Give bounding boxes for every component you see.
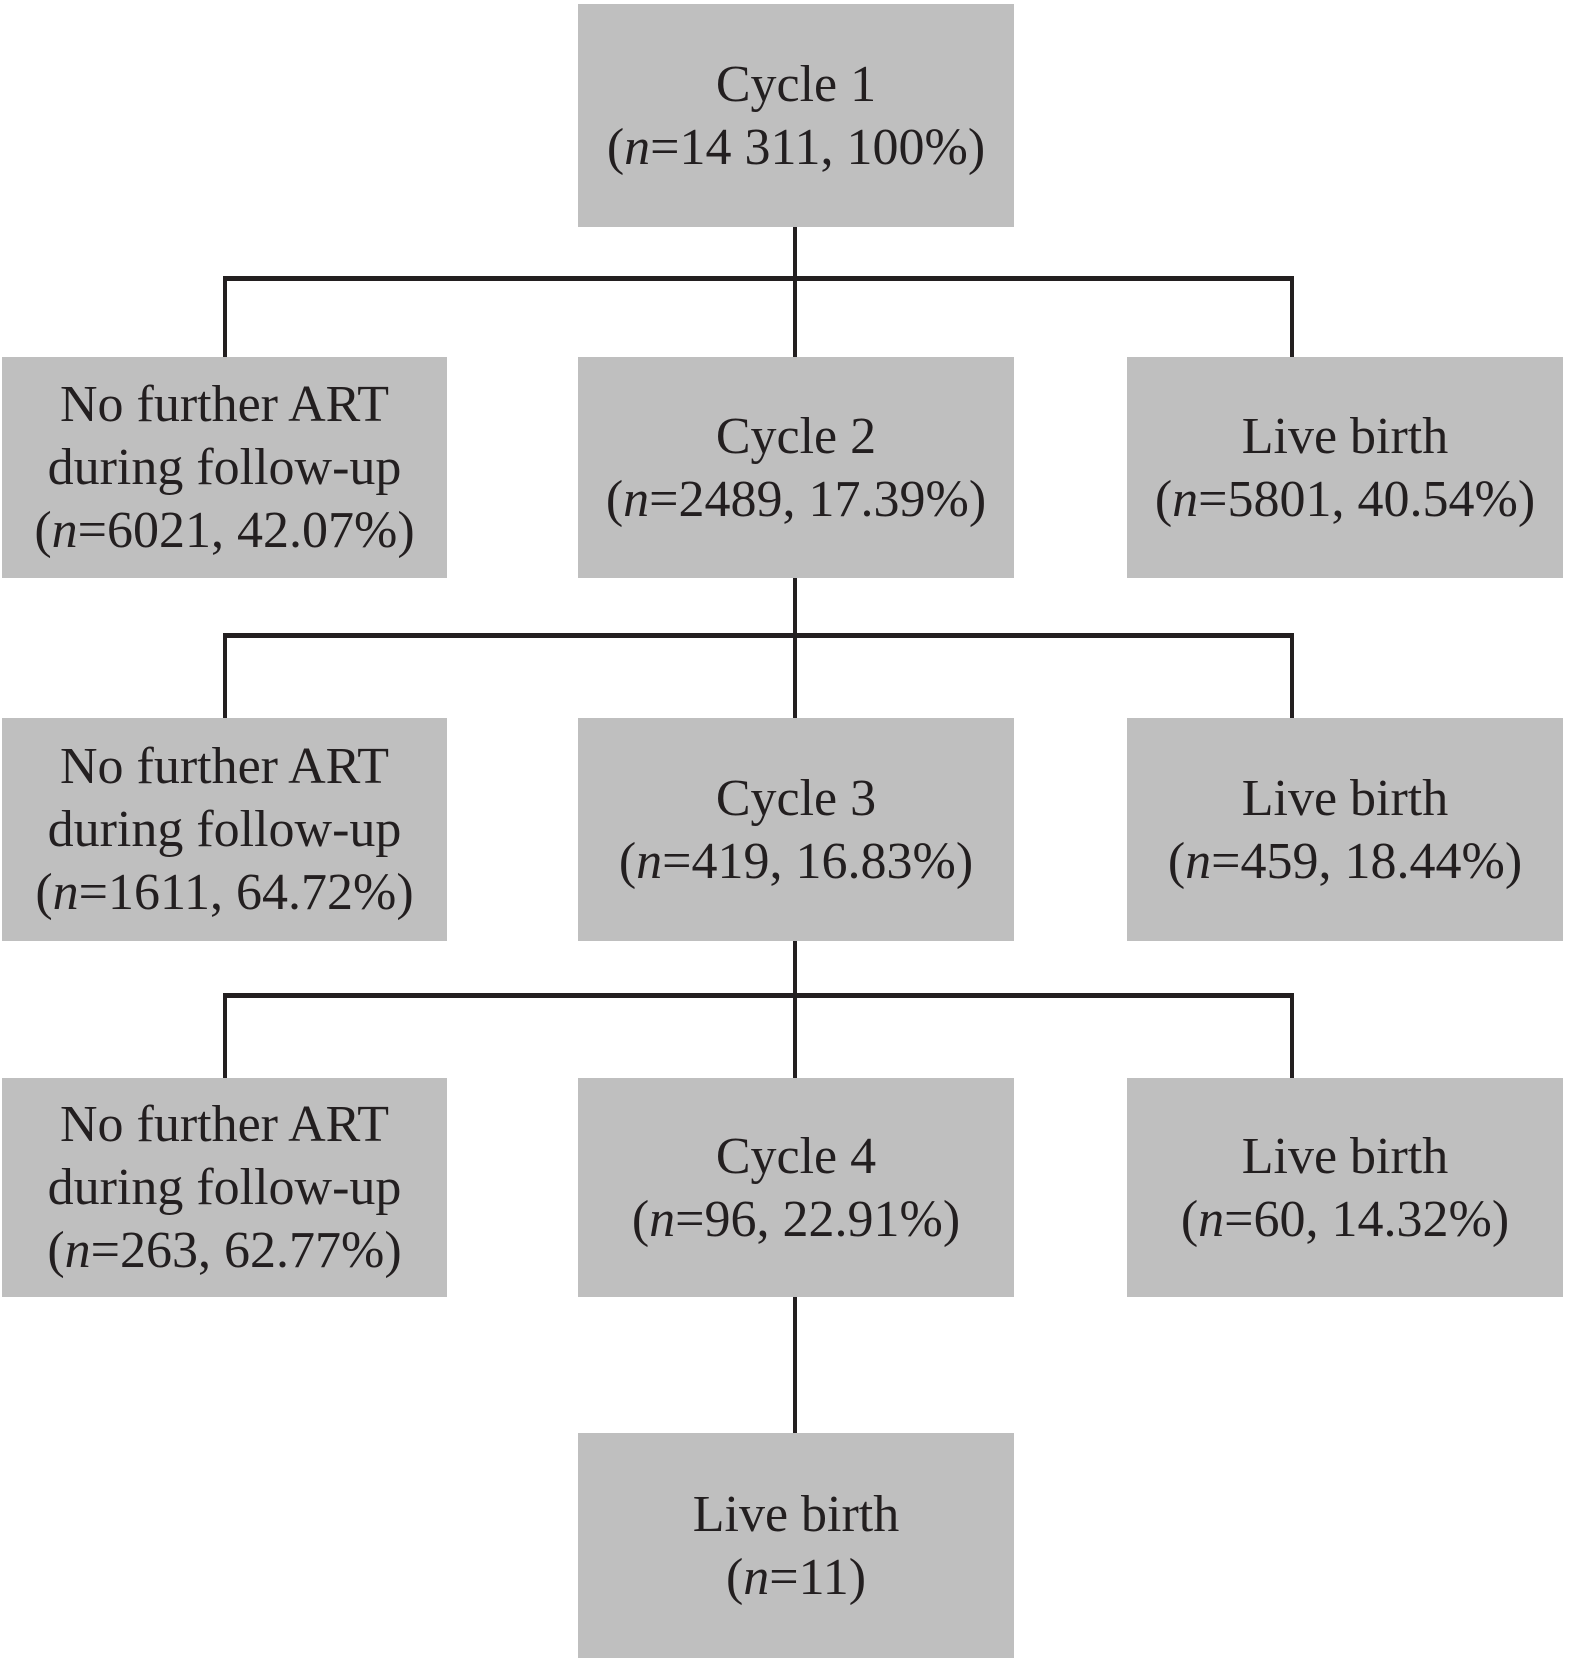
connector-cycle2-right-drop [1290, 633, 1294, 718]
stat-open: ( [1180, 1190, 1199, 1248]
stat-open: ( [605, 470, 624, 528]
connector-cycle1-stem [793, 227, 797, 357]
stat-open: ( [35, 864, 53, 921]
stat-rest: =419, 16.83%) [662, 832, 974, 890]
node-cycle-4: Cycle 4 (n=96, 22.91%) [578, 1078, 1014, 1297]
node-title: No further ART [59, 738, 390, 795]
stat-n: n [623, 470, 650, 528]
node-stat: (n=1611, 64.72%) [35, 861, 413, 924]
stat-rest: =96, 22.91%) [675, 1190, 961, 1248]
node-title: Cycle 4 [715, 1127, 877, 1185]
node-live-birth-3: Live birth (n=60, 14.32%) [1127, 1078, 1563, 1297]
node-title: Live birth [1241, 407, 1449, 465]
node-title-line2: during follow-up [47, 1159, 402, 1216]
node-no-further-art-3: No further ART during follow-up (n=263, … [2, 1078, 447, 1297]
node-title: Live birth [1241, 769, 1449, 827]
stat-rest: =263, 62.77%) [90, 1222, 402, 1279]
node-title: No further ART [59, 1096, 390, 1153]
stat-open: ( [47, 1222, 65, 1279]
node-title-line2: during follow-up [47, 439, 402, 496]
connector-cycle4-stem [793, 1297, 797, 1433]
stat-n: n [1185, 832, 1212, 890]
connector-cycle3-bar [223, 993, 1294, 998]
node-stat: (n=60, 14.32%) [1181, 1188, 1509, 1251]
node-live-birth-4: Live birth (n=11) [578, 1433, 1014, 1658]
node-stat: (n=419, 16.83%) [619, 830, 973, 893]
stat-n: n [1172, 470, 1199, 528]
connector-cycle2-stem [793, 578, 797, 718]
node-title-line2: during follow-up [47, 801, 402, 858]
node-stat: (n=96, 22.91%) [632, 1188, 960, 1251]
node-title: Live birth [692, 1485, 900, 1543]
node-title: Cycle 1 [715, 55, 877, 113]
connector-cycle3-right-drop [1290, 993, 1294, 1078]
stat-n: n [649, 1190, 676, 1248]
stat-rest: =11) [769, 1548, 867, 1606]
stat-open: ( [618, 832, 637, 890]
node-no-further-art-1: No further ART during follow-up (n=6021,… [2, 357, 447, 578]
connector-cycle3-stem [793, 941, 797, 1078]
connector-cycle2-left-drop [223, 633, 227, 718]
stat-n: n [64, 1222, 91, 1279]
stat-n: n [1198, 1190, 1225, 1248]
node-cycle-1: Cycle 1 (n=14 311, 100%) [578, 4, 1014, 227]
node-stat: (n=14 311, 100%) [607, 116, 985, 179]
stat-open: ( [1167, 832, 1186, 890]
stat-n: n [743, 1548, 770, 1606]
stat-rest: =2489, 17.39%) [649, 470, 987, 528]
stat-n: n [52, 864, 79, 921]
node-stat: (n=263, 62.77%) [47, 1219, 401, 1282]
stat-rest: =60, 14.32%) [1224, 1190, 1510, 1248]
connector-cycle3-left-drop [223, 993, 227, 1078]
node-stat: (n=2489, 17.39%) [606, 468, 986, 531]
node-title: Cycle 3 [715, 769, 877, 827]
connector-cycle2-bar [223, 633, 1294, 638]
node-stat: (n=5801, 40.54%) [1155, 468, 1535, 531]
node-title: Live birth [1241, 1127, 1449, 1185]
connector-cycle1-left-drop [223, 276, 227, 357]
node-stat: (n=459, 18.44%) [1168, 830, 1522, 893]
node-title: No further ART [59, 376, 390, 433]
stat-n: n [51, 502, 78, 559]
node-title: Cycle 2 [715, 407, 877, 465]
stat-n: n [624, 118, 651, 176]
stat-rest: =459, 18.44%) [1211, 832, 1523, 890]
stat-rest: =1611, 64.72%) [78, 864, 414, 921]
stat-open: ( [34, 502, 52, 559]
node-stat: (n=6021, 42.07%) [34, 499, 414, 562]
stat-open: ( [631, 1190, 650, 1248]
node-live-birth-1: Live birth (n=5801, 40.54%) [1127, 357, 1563, 578]
node-live-birth-2: Live birth (n=459, 18.44%) [1127, 718, 1563, 941]
stat-rest: =5801, 40.54%) [1198, 470, 1536, 528]
stat-n: n [636, 832, 663, 890]
node-cycle-2: Cycle 2 (n=2489, 17.39%) [578, 357, 1014, 578]
stat-rest: =14 311, 100%) [650, 118, 986, 176]
node-no-further-art-2: No further ART during follow-up (n=1611,… [2, 718, 447, 941]
node-stat: (n=11) [726, 1546, 866, 1609]
node-cycle-3: Cycle 3 (n=419, 16.83%) [578, 718, 1014, 941]
stat-open: ( [725, 1548, 744, 1606]
stat-rest: =6021, 42.07%) [77, 502, 415, 559]
stat-open: ( [606, 118, 625, 176]
connector-cycle1-right-drop [1290, 276, 1294, 357]
connector-cycle1-bar [223, 276, 1294, 281]
stat-open: ( [1154, 470, 1173, 528]
